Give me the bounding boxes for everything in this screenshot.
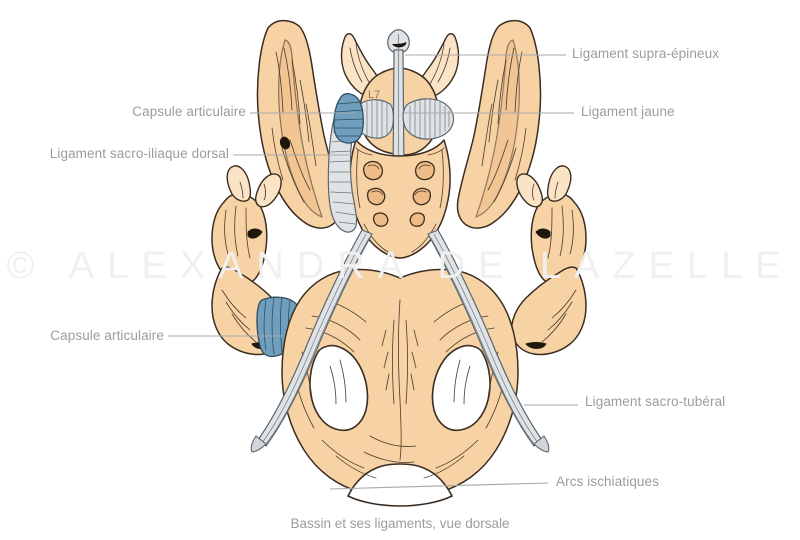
leader-arcs-ischiatiques xyxy=(329,482,549,490)
figure-caption: Bassin et ses ligaments, vue dorsale xyxy=(290,516,510,531)
sacrum xyxy=(349,139,451,259)
ligamentum-flavum xyxy=(402,98,455,140)
label-ligament-sacro-tuberal: Ligament sacro-tubéral xyxy=(585,394,726,409)
label-ligament-jaune: Ligament jaune xyxy=(581,104,675,119)
label-ligament-supra-epineux: Ligament supra-épineux xyxy=(572,46,720,61)
lumbosacral-spine-group xyxy=(256,19,542,259)
ligament-sacro-tuberal-right xyxy=(427,229,550,453)
label-ligament-sacro-iliaque-dorsal: Ligament sacro-iliaque dorsal xyxy=(49,146,229,161)
right-lateral-sacral-wing xyxy=(510,165,587,356)
capsule-articulaire-superieure xyxy=(333,92,364,144)
sacral-foramina xyxy=(362,160,436,227)
ligament-sacro-tuberal-left xyxy=(250,229,373,453)
label-arcs-ischiatiques: Arcs ischiatiques xyxy=(556,474,659,489)
label-capsule-articulaire-superieure: Capsule articulaire xyxy=(132,104,246,119)
vertebra-label-l7: L7 xyxy=(368,89,381,101)
pelvis-body xyxy=(281,268,519,507)
sacrum-surface-hatching xyxy=(355,147,445,156)
label-capsule-articulaire-inferieure: Capsule articulaire xyxy=(50,328,164,343)
lumbar-vertebra-L7 xyxy=(340,29,460,197)
leader-lines xyxy=(168,54,578,490)
